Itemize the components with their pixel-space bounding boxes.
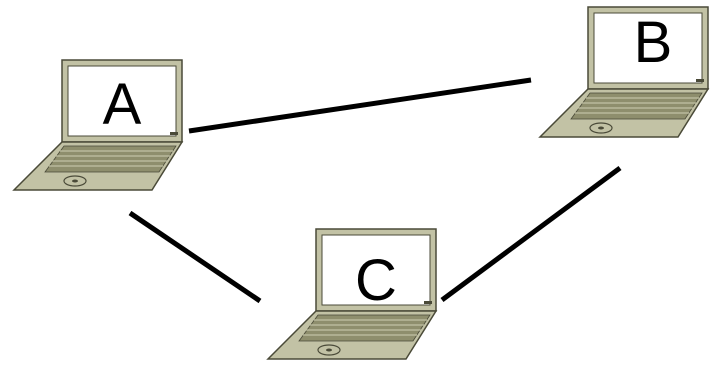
link-a-b [188,77,532,134]
link-b-c [440,165,622,303]
laptop-icon [267,228,437,360]
laptop-b-label: B [634,10,673,75]
laptop-b: B [539,6,709,138]
laptop-c: C [267,228,437,360]
laptop-a-label: A [103,72,142,137]
laptop-a: A [13,59,183,191]
laptop-c-label: C [355,248,397,313]
laptop-icon [539,6,709,138]
laptop-icon [13,59,183,191]
link-a-c [128,210,262,304]
links [128,77,622,304]
